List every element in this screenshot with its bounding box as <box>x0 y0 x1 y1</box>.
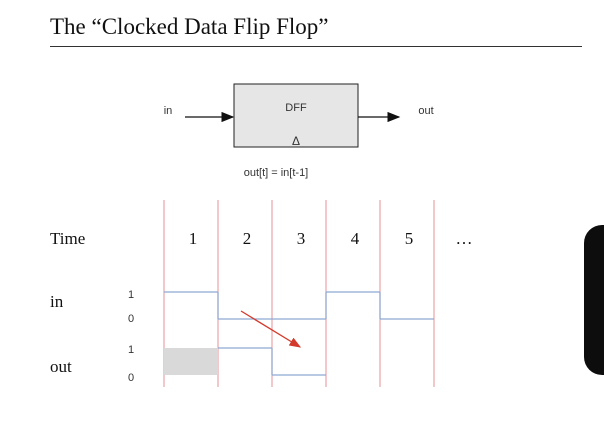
presenter-silhouette <box>584 225 604 375</box>
delay-arrow <box>240 310 302 348</box>
time-ellipsis: … <box>456 229 473 248</box>
dff-block-diagram: in DFF Δ out out[t] = in[t-1] <box>164 83 434 179</box>
clock-triangle-icon: Δ <box>292 134 300 148</box>
time-step-label: 2 <box>243 229 252 248</box>
time-step-label: 3 <box>297 229 306 248</box>
time-row-label: Time <box>50 229 85 248</box>
dff-equation: out[t] = in[t-1] <box>244 167 309 179</box>
waveforms <box>164 291 434 376</box>
out-low-level-label: 0 <box>128 372 134 384</box>
out-signal-label: out <box>50 357 72 376</box>
dff-output-label: out <box>418 105 433 117</box>
slide-title: The “Clocked Data Flip Flop” <box>50 14 329 39</box>
timing-diagram: Time in out 1 0 1 0 … 1 2 3 4 5 <box>50 200 473 387</box>
in-low-level-label: 0 <box>128 313 134 325</box>
time-step-label: 1 <box>189 229 198 248</box>
time-step-label: 4 <box>351 229 360 248</box>
in-high-level-label: 1 <box>128 289 134 301</box>
in-signal-label: in <box>50 292 64 311</box>
dff-block-label: DFF <box>285 102 307 114</box>
unknown-value-region <box>164 348 218 375</box>
title-rule <box>50 46 582 47</box>
time-step-label: 5 <box>405 229 414 248</box>
out-high-level-label: 1 <box>128 344 134 356</box>
dff-block <box>233 83 359 148</box>
dff-input-label: in <box>164 105 173 117</box>
